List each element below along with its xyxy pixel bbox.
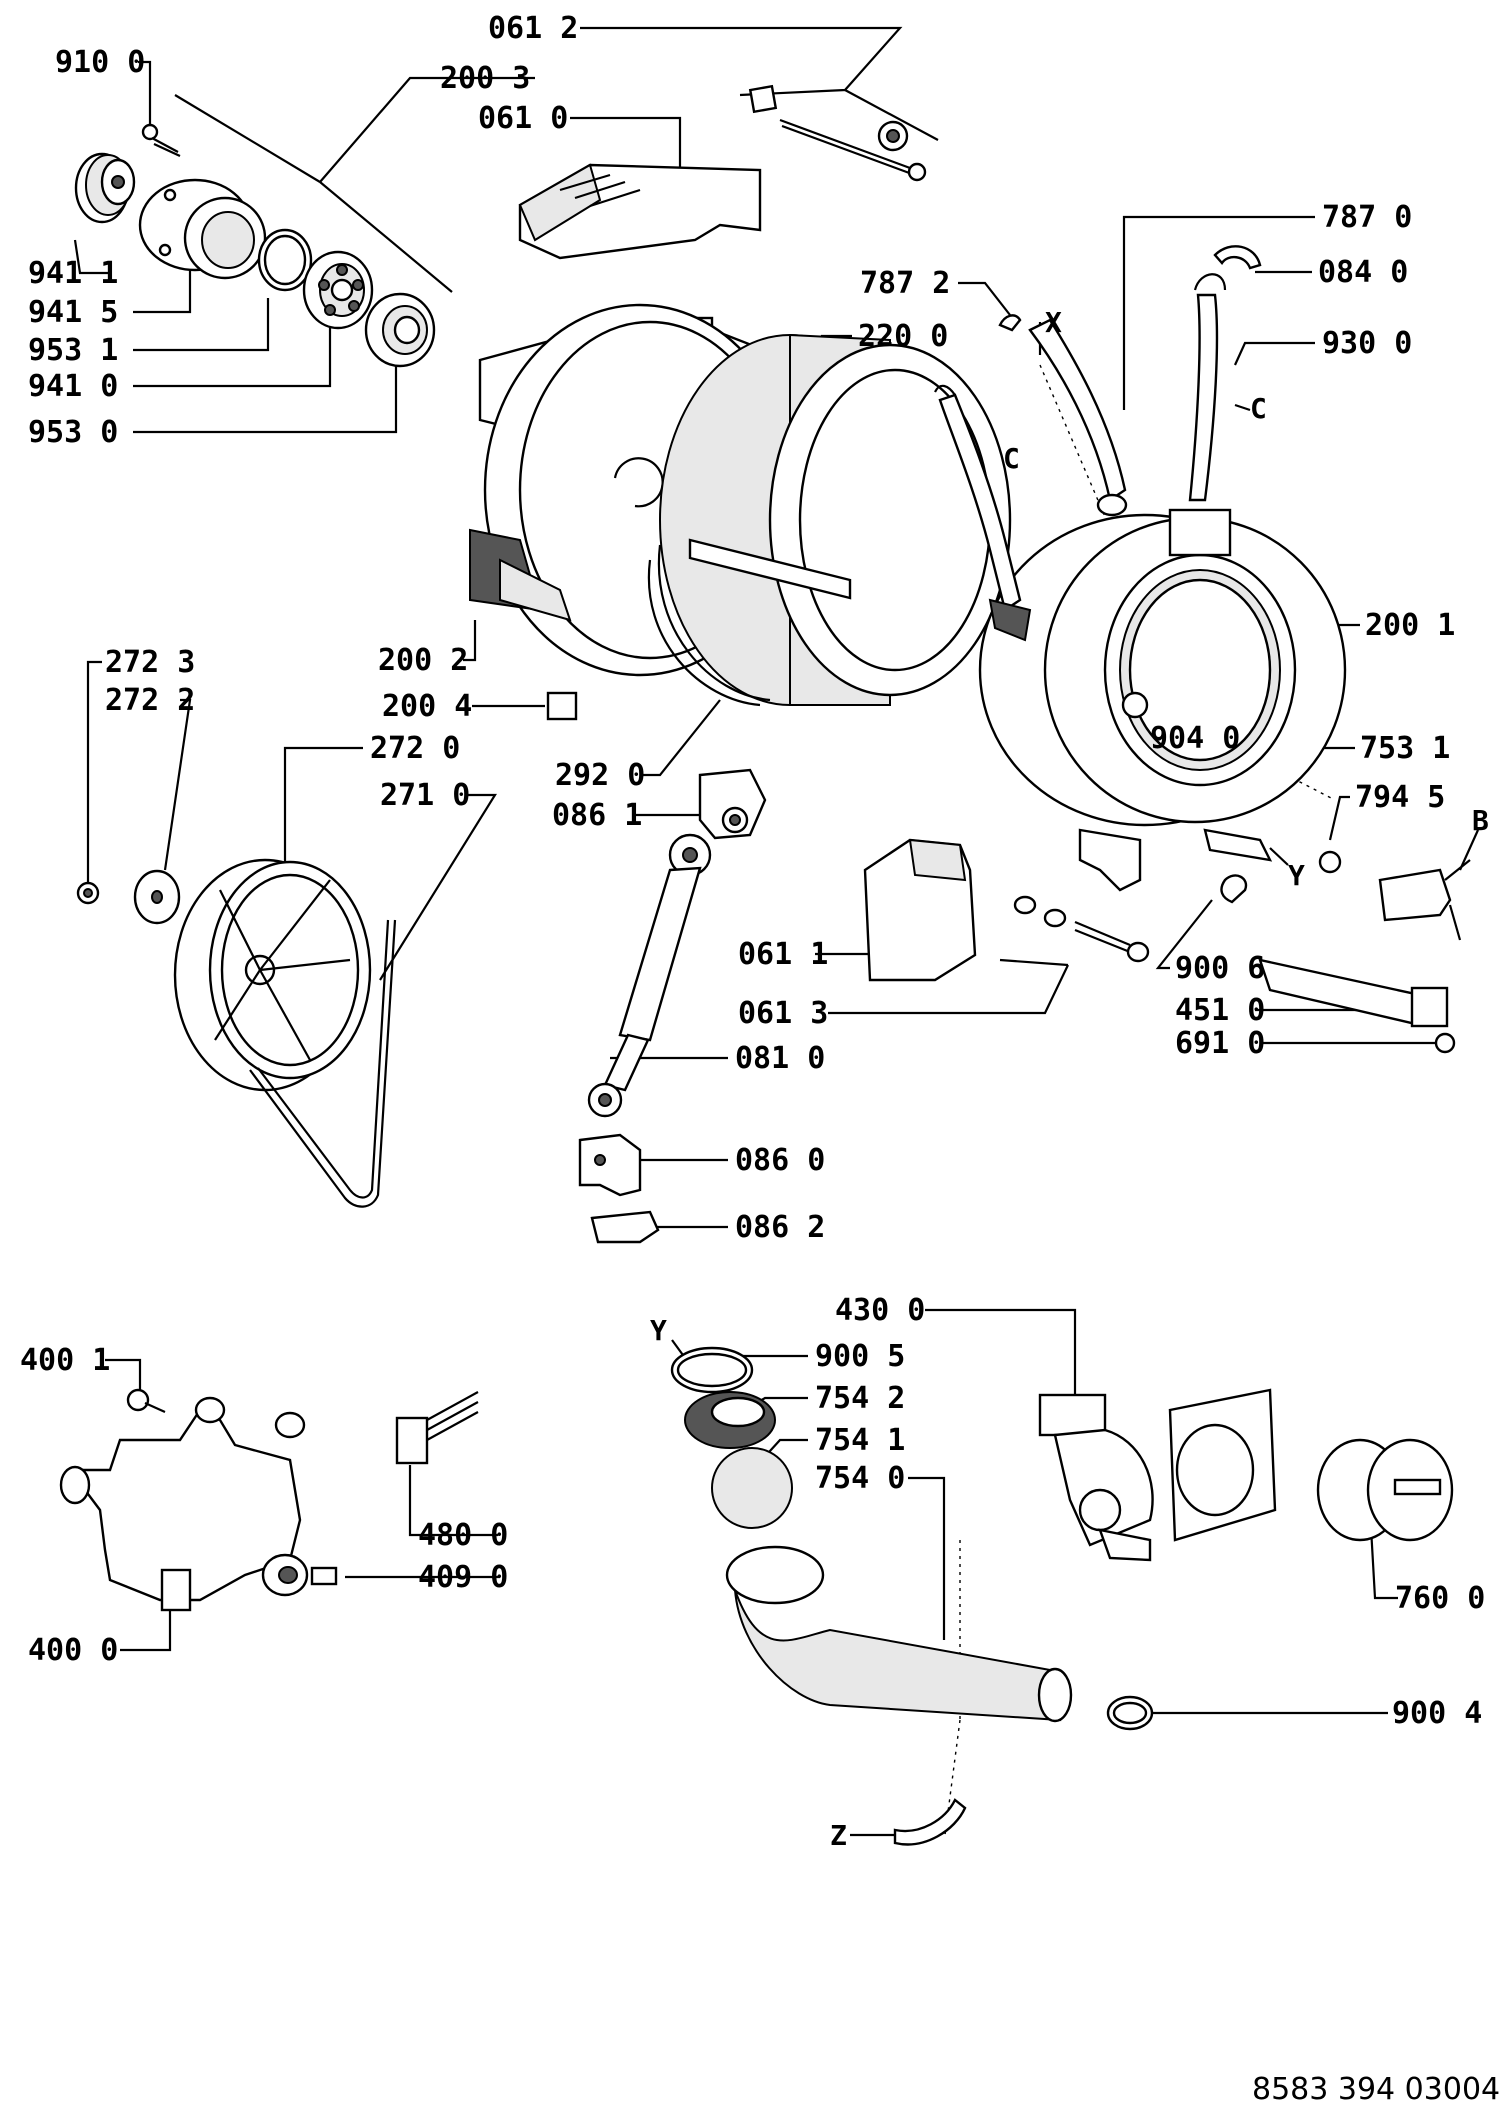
thermostat-part	[1378, 859, 1471, 941]
brush-409-part	[310, 1566, 338, 1586]
label-480-0: 480 0	[418, 1518, 508, 1553]
label-061-2: 061 2	[488, 11, 578, 46]
drum-pulley-part	[173, 858, 372, 1092]
pump-filter-part	[1316, 1438, 1454, 1542]
label-292-0: 292 0	[555, 758, 645, 793]
shock-clip-part	[590, 1210, 660, 1244]
marker-c-right: C	[1250, 392, 1267, 425]
motor-connector-part	[395, 1391, 479, 1465]
label-953-0: 953 0	[28, 415, 118, 450]
tub-front-half-part	[978, 508, 1347, 892]
label-794-5: 794 5	[1355, 780, 1445, 815]
marker-y-lower: Y	[650, 1314, 667, 1347]
document-number: 8583 394 03004	[1252, 2072, 1500, 2107]
label-900-4: 900 4	[1392, 1696, 1482, 1731]
label-061-3: 061 3	[738, 996, 828, 1031]
label-900-6: 900 6	[1175, 951, 1265, 986]
label-953-1: 953 1	[28, 333, 118, 368]
label-787-2: 787 2	[860, 266, 950, 301]
grommet-794-part	[1318, 850, 1342, 874]
hose-clamp-900-5-part	[670, 1346, 754, 1394]
shock-bracket-top-part	[698, 768, 767, 840]
label-409-0: 409 0	[418, 1560, 508, 1595]
pulley-washer-part	[133, 869, 181, 925]
part-number-labels: 061 2 910 0 200 3 061 0 941 1 941 5 953 …	[20, 11, 1485, 1731]
assembly-markers: X C C Y B Y Z	[650, 306, 1489, 1852]
counterweight-screw-part	[748, 84, 927, 182]
label-220-0: 220 0	[858, 319, 948, 354]
label-400-0: 400 0	[28, 1633, 118, 1668]
drain-elbow-part	[893, 1798, 967, 1846]
label-941-5: 941 5	[28, 295, 118, 330]
bearing-assembly-part	[74, 152, 436, 368]
hose-clamp-900-4-part	[1106, 1695, 1154, 1731]
label-941-0: 941 0	[28, 369, 118, 404]
marker-b: B	[1472, 804, 1489, 837]
label-084-0: 084 0	[1318, 255, 1408, 290]
label-787-0: 787 0	[1322, 200, 1412, 235]
label-900-5: 900 5	[815, 1339, 905, 1374]
label-941-1: 941 1	[28, 256, 118, 291]
label-200-2: 200 2	[378, 643, 468, 678]
label-910-0: 910 0	[55, 45, 145, 80]
hook-084-part	[1213, 245, 1262, 270]
label-930-0: 930 0	[1322, 326, 1412, 361]
heater-nut-part	[1434, 1032, 1456, 1054]
counterweight-fixing-screw-part	[1013, 895, 1150, 963]
counterweight-block-part	[518, 163, 762, 260]
suspension-spring-left-part	[934, 384, 1032, 642]
label-086-0: 086 0	[735, 1143, 825, 1178]
label-061-0: 061 0	[478, 101, 568, 136]
label-754-2: 754 2	[815, 1381, 905, 1416]
screw-910-part	[141, 123, 181, 157]
label-451-0: 451 0	[1175, 993, 1265, 1028]
pulley-nut-part	[76, 881, 100, 905]
valve-seat-part	[684, 1391, 776, 1449]
label-200-3: 200 3	[440, 61, 530, 96]
label-754-0: 754 0	[815, 1461, 905, 1496]
non-return-ball-part	[711, 1447, 793, 1529]
suspension-spring-right-part	[1188, 273, 1227, 502]
label-691-0: 691 0	[1175, 1026, 1265, 1061]
shock-absorber-part	[587, 833, 712, 1118]
drive-motor-part	[59, 1396, 309, 1612]
marker-y-upper: Y	[1288, 859, 1305, 892]
label-200-1: 200 1	[1365, 608, 1455, 643]
label-086-1: 086 1	[552, 798, 642, 833]
label-272-2: 272 2	[105, 683, 195, 718]
clip-200-4-part	[546, 691, 578, 721]
label-754-1: 754 1	[815, 1423, 905, 1458]
front-counterweight-part	[863, 838, 977, 982]
label-271-0: 271 0	[380, 778, 470, 813]
label-061-1: 061 1	[738, 937, 828, 972]
marker-x: X	[1045, 306, 1062, 339]
label-200-4: 200 4	[382, 689, 472, 724]
marker-z: Z	[830, 1819, 847, 1852]
label-086-2: 086 2	[735, 1210, 825, 1245]
motor-plug-part	[126, 1388, 166, 1414]
shock-bracket-bottom-part	[578, 1133, 642, 1197]
marker-c-left: C	[1003, 442, 1020, 475]
label-272-3: 272 3	[105, 645, 195, 680]
label-400-1: 400 1	[20, 1343, 110, 1378]
drain-pump-part	[1038, 1388, 1277, 1562]
heating-element-part	[1258, 958, 1449, 1028]
clamp-900-6-part	[1220, 874, 1248, 904]
label-272-0: 272 0	[370, 731, 460, 766]
label-081-0: 081 0	[735, 1041, 825, 1076]
sump-hose-part	[725, 1545, 1073, 1723]
label-430-0: 430 0	[835, 1293, 925, 1328]
label-753-1: 753 1	[1360, 731, 1450, 766]
drive-belt-part	[249, 919, 397, 1208]
drum-part	[647, 333, 1012, 707]
label-760-0: 760 0	[1395, 1581, 1485, 1616]
label-904-0: 904 0	[1150, 721, 1240, 756]
bellows-hose-part	[998, 314, 1128, 517]
